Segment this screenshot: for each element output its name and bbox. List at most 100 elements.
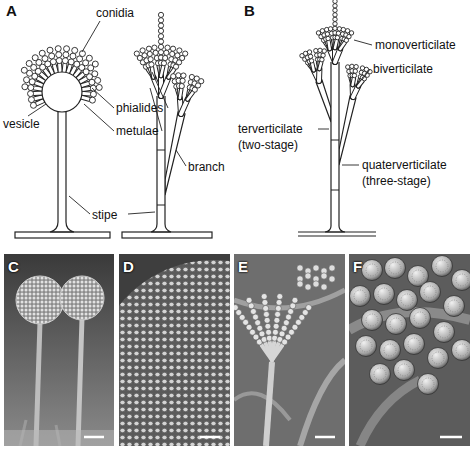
conidium [318,48,322,52]
conidium [335,35,339,39]
cell-fill [358,81,362,86]
cell-fill [312,63,314,70]
conidium [149,62,154,67]
sem-conidium [279,331,285,337]
conidium [308,54,312,58]
sem-conidium [385,258,406,279]
sem-ornament [456,274,468,286]
septum [157,150,165,151]
cell-fill [180,89,181,98]
type-label: biverticilate [373,62,433,76]
sem-conidium [259,331,265,337]
substrate-base [298,231,376,232]
sem-conidium [246,297,252,303]
panel-letter: D [123,258,134,275]
conidium [28,97,34,103]
cell-outline [311,64,314,70]
sem-conidium [292,297,298,303]
conidium [179,83,184,88]
conidium [321,53,325,57]
conidium [352,73,356,77]
sem-conidium [418,374,439,395]
sem-conidium [444,296,465,317]
aspergillus-head [21,46,102,112]
sem-conidium [297,281,303,287]
cell-fill [161,66,163,76]
conidium [325,32,329,36]
cell-fill [353,78,354,85]
stipe-shape [151,96,171,232]
cell-fill [335,40,337,48]
conidium [333,26,337,30]
cell-fill [351,78,354,85]
conidium [56,58,62,64]
conidium [171,74,176,79]
cell-outline [150,68,154,77]
cell-fill [178,89,181,98]
sem-conidium [283,320,289,326]
sem-ornament [414,312,426,324]
sem-conidium [313,281,319,287]
conidium [333,8,337,12]
sem-conidium [253,314,259,320]
cell-outline [353,78,354,85]
sem-conidium [262,299,268,305]
panel-letter: C [8,258,19,275]
conidium [158,12,163,17]
sem-ornament [422,378,434,390]
conidium [62,58,68,64]
sem-conidium [261,293,267,299]
panel-letter: B [244,2,255,19]
conidium [95,77,101,83]
sem-conidium [250,308,256,314]
conidium [161,61,166,66]
conidium [72,47,78,53]
cell-outline [329,41,330,49]
sem-ornament [436,260,448,272]
conidium [328,27,332,31]
cell-outline [180,89,181,98]
sem-conidium [370,364,391,385]
cell-fill [340,42,345,49]
conidium [32,55,38,61]
sem-ornament [384,344,396,356]
cell-outline [159,66,164,76]
sem-ornament [408,338,420,350]
sem-conidium [410,308,431,329]
conidium [307,50,311,54]
part-label: conidia [96,6,134,20]
conidium [180,78,185,83]
conidium [170,46,175,51]
branch-shape [316,80,331,122]
sem-conidium [285,314,291,320]
sem-conidium [305,273,311,279]
sem-conidium [234,305,238,311]
type-label: quaterverticilate [362,158,447,172]
sem-conidium [329,276,335,282]
stipe-shape [325,62,345,232]
sem-ornament [378,288,390,300]
conidium [142,53,147,58]
conidium [158,50,163,55]
sem-conidium [273,323,279,329]
conidium [92,61,98,67]
type-label: terverticilate [238,122,303,136]
conidium [55,46,61,52]
sem-conidium [356,336,377,357]
sem-conidium [248,303,254,309]
sem-conidium [380,340,401,361]
cell-outline [333,40,338,48]
sem-conidium [374,284,395,305]
sem-conidium [275,305,281,311]
vesicle-shape [42,72,82,112]
sem-conidium [397,290,418,311]
stipe-shape [50,112,74,232]
conidium [96,84,102,90]
conidium [314,48,318,52]
conidium [189,74,194,79]
conidium [30,102,36,108]
cell-fill [334,40,337,48]
cell-outline [327,42,330,49]
sem-conidium [277,293,283,299]
